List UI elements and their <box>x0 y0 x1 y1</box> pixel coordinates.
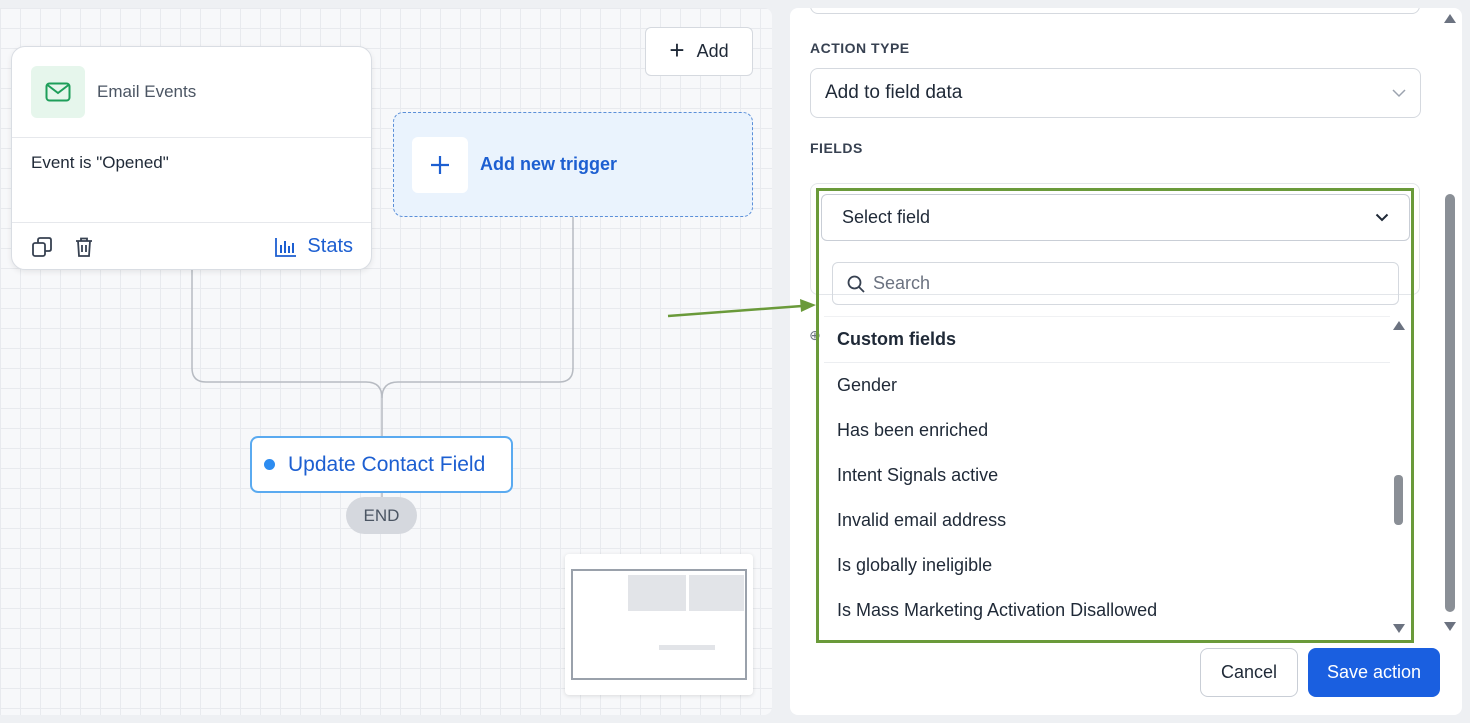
search-input[interactable] <box>873 273 1393 294</box>
save-action-button[interactable]: Save action <box>1308 648 1440 697</box>
list-item[interactable]: Invalid email address <box>837 510 1007 530</box>
previous-field[interactable] <box>810 8 1420 14</box>
select-field-label: Select field <box>842 207 931 227</box>
select-field-dropdown[interactable]: Select field <box>821 194 1410 241</box>
trigger-condition: Event is "Opened" <box>12 138 371 223</box>
scrollbar-thumb[interactable] <box>1394 475 1403 525</box>
list-item[interactable]: Has been enriched <box>837 420 989 440</box>
list-item[interactable]: Is globally ineligible <box>837 555 993 575</box>
minimap-viewport[interactable] <box>571 569 747 680</box>
workflow-canvas[interactable]: + Add Email Events Event is "Opened" <box>0 8 772 715</box>
scroll-up-icon[interactable] <box>1444 14 1456 23</box>
plus-icon <box>412 136 468 193</box>
search-icon <box>847 275 865 293</box>
minimap-node <box>659 645 715 650</box>
chevron-down-icon <box>1375 213 1389 222</box>
custom-fields-group-header: Custom fields <box>824 316 1390 363</box>
stats-label: Stats <box>307 235 353 257</box>
trigger-title: Email Events <box>97 82 197 101</box>
action-type-value: Add to field data <box>825 82 963 103</box>
trigger-card-footer: Stats <box>12 223 371 270</box>
action-panel: ACTION TYPE Add to field data FIELDS ⊕ S… <box>790 8 1462 715</box>
fields-container <box>810 183 1420 295</box>
scroll-down-icon[interactable] <box>1393 624 1405 633</box>
connector-lines <box>191 217 574 497</box>
trash-icon[interactable] <box>72 235 96 259</box>
add-button[interactable]: + Add <box>645 27 753 76</box>
list-item[interactable]: Intent Signals active <box>837 465 999 485</box>
list-item[interactable]: Gender <box>837 375 898 395</box>
node-status-dot <box>264 459 275 470</box>
info-icon: ⊕ <box>809 327 821 343</box>
mail-icon <box>31 66 85 118</box>
update-node-label: Update Contact Field <box>288 452 486 476</box>
options-scrollbar[interactable] <box>1391 318 1405 636</box>
minimap-node <box>689 575 744 611</box>
minimap[interactable] <box>565 554 753 695</box>
scroll-down-icon[interactable] <box>1444 622 1456 631</box>
scroll-up-icon[interactable] <box>1393 321 1405 330</box>
field-search-box[interactable] <box>832 262 1399 305</box>
add-new-trigger-label: Add new trigger <box>480 154 618 174</box>
minimap-node <box>628 575 686 611</box>
trigger-card-header: Email Events <box>12 47 371 138</box>
chevron-down-icon <box>1392 88 1406 97</box>
list-item[interactable]: Is Mass Marketing Activation Disallowed <box>837 600 1158 620</box>
fields-label: FIELDS <box>810 140 863 156</box>
cancel-button[interactable]: Cancel <box>1200 648 1298 697</box>
bar-chart-icon <box>275 237 297 257</box>
copy-icon[interactable] <box>30 235 54 259</box>
panel-scrollbar[interactable] <box>1442 8 1458 638</box>
stats-button[interactable]: Stats <box>275 235 353 258</box>
plus-icon: + <box>669 35 685 65</box>
scrollbar-thumb[interactable] <box>1445 194 1455 612</box>
action-type-label: ACTION TYPE <box>810 40 910 56</box>
email-events-trigger-card[interactable]: Email Events Event is "Opened" Sta <box>11 46 372 270</box>
update-contact-field-node[interactable]: Update Contact Field <box>250 436 513 493</box>
end-node: END <box>346 497 417 534</box>
add-new-trigger-button[interactable]: Add new trigger <box>393 112 753 217</box>
add-button-label: Add <box>696 41 729 61</box>
field-options-list[interactable]: Custom fields Gender Has been enriched I… <box>824 316 1390 638</box>
action-type-select[interactable]: Add to field data <box>810 68 1421 118</box>
